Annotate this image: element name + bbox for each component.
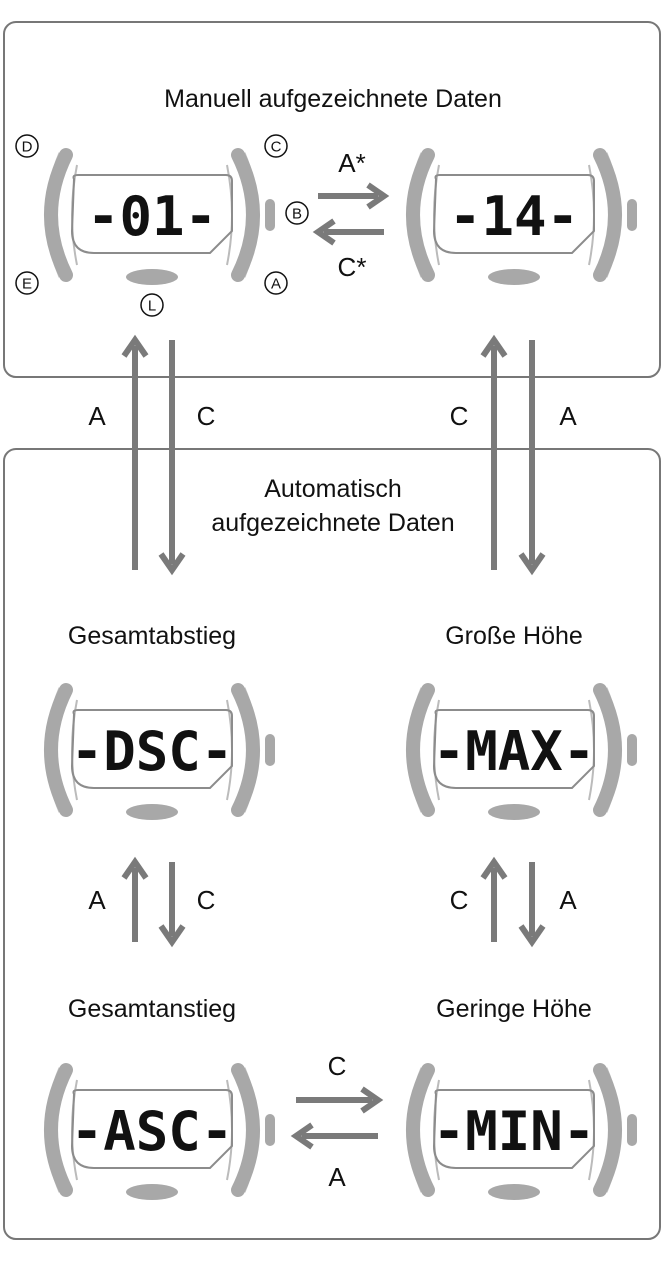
label-high-altitude: Große Höhe [445, 622, 583, 650]
arrow-bottom-right [296, 1086, 384, 1114]
watch-manual-first: -01- [47, 153, 275, 285]
display-manual-first: -01- [87, 185, 217, 248]
arrow-label-dsc-up: A [88, 885, 106, 915]
display-high-altitude: -MAX- [433, 720, 596, 783]
label-total-ascent: Gesamtanstieg [68, 995, 236, 1023]
button-c-label: C [264, 134, 288, 158]
svg-text:A: A [271, 276, 281, 293]
arrow-manual-forward [318, 182, 390, 210]
manual-data-frame [3, 21, 661, 378]
arrow-dsc-down [158, 862, 186, 948]
arrow-label-right-down: A [559, 401, 577, 431]
display-low-altitude: -MIN- [433, 1100, 596, 1163]
manual-section-title: Manuell aufgezeichnete Daten [164, 85, 502, 113]
auto-section-title-line2: aufgezeichnete Daten [211, 509, 454, 537]
watch-low-altitude: -MIN- [409, 1068, 637, 1200]
arrow-manual-back [312, 218, 384, 246]
arrow-label-right-up: C [450, 401, 469, 431]
arrow-bottom-left [290, 1122, 378, 1150]
arrow-label-bottom-right: C [328, 1051, 347, 1081]
arrow-dsc-up [121, 856, 149, 942]
button-l-label: L [140, 293, 164, 317]
arrow-right-down [518, 340, 546, 576]
arrow-label-left-down: C [197, 401, 216, 431]
svg-text:D: D [22, 139, 33, 156]
display-total-ascent: -ASC- [71, 1100, 234, 1163]
display-manual-last: -14- [449, 185, 579, 248]
svg-text:E: E [22, 276, 32, 293]
display-total-descent: -DSC- [71, 720, 234, 783]
button-e-label: E [15, 271, 39, 295]
button-d-label: D [15, 134, 39, 158]
arrow-right-up [480, 334, 508, 570]
label-total-descent: Gesamtabstieg [68, 622, 236, 650]
button-b-label: B [285, 201, 309, 225]
arrow-max-down [518, 862, 546, 948]
arrows [121, 182, 546, 1150]
watch-total-descent: -DSC- [47, 688, 275, 820]
svg-text:L: L [148, 298, 156, 315]
watch-high-altitude: -MAX- [409, 688, 637, 820]
arrow-label-bottom-left: A [328, 1162, 346, 1192]
svg-text:C: C [271, 139, 282, 156]
watch-total-ascent: -ASC- [47, 1068, 275, 1200]
arrow-label-manual-back: C* [338, 252, 367, 282]
svg-text:B: B [292, 206, 302, 223]
arrow-label-left-up: A [88, 401, 106, 431]
arrow-left-down [158, 340, 186, 576]
arrow-left-up [121, 334, 149, 570]
auto-section-title-line1: Automatisch [264, 475, 402, 503]
label-low-altitude: Geringe Höhe [436, 995, 592, 1023]
auto-data-frame [3, 448, 661, 1240]
button-a-label: A [264, 271, 288, 295]
arrow-label-manual-forward: A* [338, 148, 365, 178]
arrow-label-max-down: A [559, 885, 577, 915]
arrow-max-up [480, 856, 508, 942]
watch-manual-last: -14- [409, 153, 637, 285]
arrow-label-dsc-down: C [197, 885, 216, 915]
arrow-label-max-up: C [450, 885, 469, 915]
